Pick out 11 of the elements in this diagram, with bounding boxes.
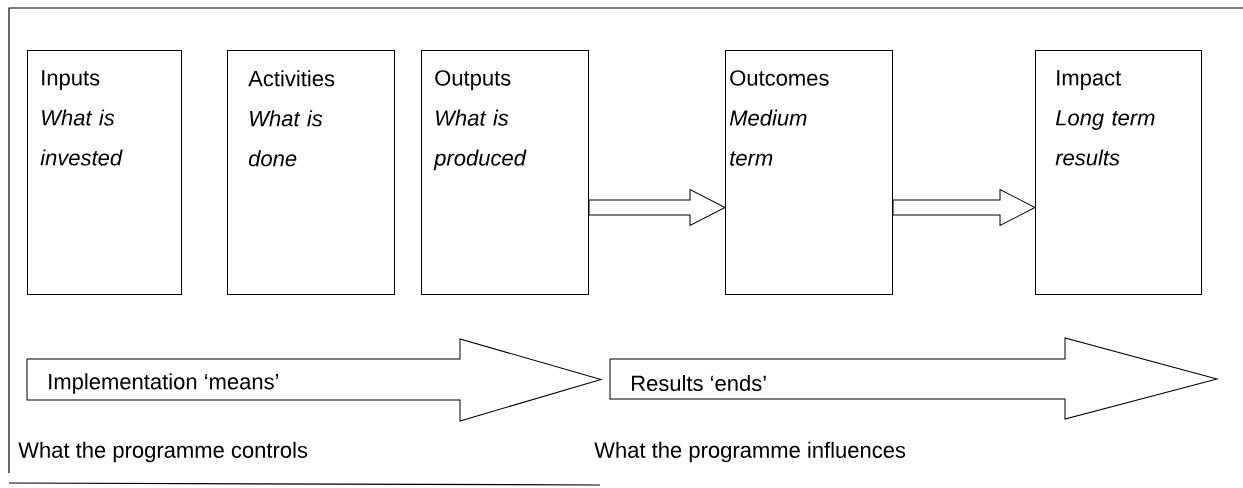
- arrow-banner: Results ‘ends’: [609, 337, 1218, 420]
- block-arrow: [588, 189, 726, 226]
- process-box: Activities What is done: [227, 50, 395, 295]
- process-box: Inputs What is invested: [27, 50, 182, 295]
- process-box: Outputs What is produced: [421, 50, 589, 295]
- caption-text: What the programme controls: [18, 441, 308, 463]
- arrow-banner: Implementation ‘means’: [26, 338, 602, 422]
- process-box: Outcomes Medium term: [725, 50, 893, 295]
- caption-text: What the programme influences: [594, 441, 906, 463]
- process-box: Impact Long term results: [1035, 50, 1202, 295]
- block-arrow: [892, 189, 1036, 226]
